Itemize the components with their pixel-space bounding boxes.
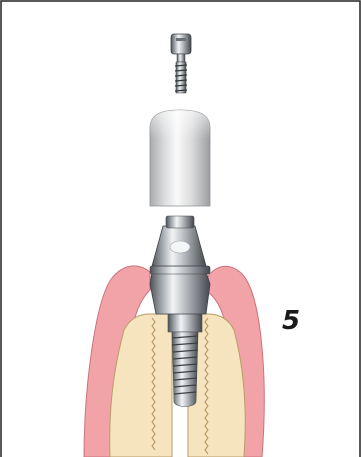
protective-cap xyxy=(150,110,210,206)
abutment-screw xyxy=(171,34,191,93)
abutment xyxy=(150,216,210,314)
step-number: 5 xyxy=(282,308,300,334)
